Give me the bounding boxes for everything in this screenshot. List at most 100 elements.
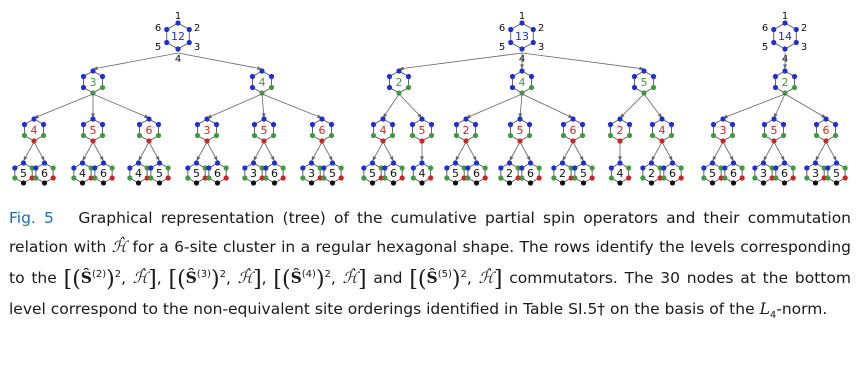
site-label-3: 3 [801, 42, 807, 53]
site-dot [559, 180, 566, 186]
site-dot [428, 132, 435, 139]
site-dot [33, 175, 39, 181]
site-dot [99, 73, 106, 80]
site-dot [589, 165, 595, 171]
site-dot [146, 138, 152, 144]
site-dot [175, 46, 181, 52]
level3-node: 4 [370, 116, 396, 144]
figure-label: Fig. 5 [9, 209, 54, 227]
node-label: 5 [20, 167, 27, 180]
site-dot [380, 116, 386, 122]
site-dot [739, 175, 745, 181]
edge-arrowhead [579, 156, 584, 161]
site-dot [100, 160, 107, 166]
node-label: 5 [580, 167, 587, 180]
edge-arrowhead [518, 113, 523, 118]
node-label: 5 [833, 167, 840, 180]
site-dot [812, 160, 819, 166]
site-dot [626, 165, 632, 171]
node-label: 6 [669, 167, 676, 180]
site-dot [206, 175, 212, 181]
leaf-node: 6 [206, 160, 229, 186]
site-dot [99, 132, 106, 139]
tree-edge [643, 93, 663, 119]
site-dot [251, 132, 258, 139]
site-dot [399, 165, 405, 171]
site-dot [631, 73, 638, 80]
site-dot [752, 165, 758, 171]
site-dot [263, 175, 269, 181]
site-dot [71, 175, 77, 181]
site-label-5: 5 [762, 42, 768, 53]
site-dot [580, 180, 587, 186]
tree-edge [398, 93, 423, 119]
level-2: (2) [91, 269, 107, 281]
site-dot [626, 132, 633, 139]
site-dot [463, 116, 469, 122]
site-dot [280, 165, 286, 171]
node-label: 2 [617, 124, 624, 137]
site-dot [50, 175, 56, 181]
site-dot [617, 180, 623, 186]
site-dot [710, 121, 717, 128]
site-dot [657, 165, 663, 171]
site-dot [328, 121, 335, 128]
leaf-node: 5 [321, 160, 344, 186]
site-dot [202, 175, 208, 181]
site-dot [40, 132, 47, 139]
site-dot [175, 20, 181, 26]
site-dot [271, 160, 278, 166]
level3-node: 2 [453, 116, 479, 144]
site-dot [760, 160, 767, 166]
site-dot [813, 132, 820, 139]
site-dot [519, 175, 525, 181]
edge-arrowhead [40, 156, 45, 161]
site-dot [580, 160, 587, 166]
site-dot [722, 165, 728, 171]
site-dot [194, 121, 201, 128]
site-dot [250, 180, 257, 186]
site-dot [463, 138, 469, 144]
caption-text-4: commutators. The 30 nodes at the bottom … [9, 269, 851, 318]
leaf-node: 6 [519, 160, 542, 186]
node-label: 4 [617, 167, 624, 180]
site-dot [761, 132, 768, 139]
site-dot [678, 175, 684, 181]
site-dot [730, 160, 737, 166]
site-dot [640, 165, 646, 171]
node-label: 5 [709, 167, 716, 180]
site-dot [259, 68, 265, 74]
site-dot [444, 175, 450, 181]
site-dot [300, 175, 306, 181]
leaf-node: 5 [361, 160, 384, 186]
node-label: 4 [519, 76, 526, 89]
tree-edge [382, 93, 400, 119]
site-dot [527, 180, 534, 186]
site-dot [452, 180, 459, 186]
site-dot [804, 165, 810, 171]
site-label-3: 3 [194, 42, 200, 53]
site-dot [317, 165, 323, 171]
site-dot [308, 180, 315, 186]
site-dot [641, 90, 647, 96]
site-dot [12, 175, 18, 181]
site-dot [127, 175, 133, 181]
site-dot [718, 165, 724, 171]
site-dot [730, 180, 737, 186]
site-dot [678, 165, 684, 171]
site-dot [782, 20, 788, 26]
node-label: 5 [517, 124, 524, 137]
site-dot [506, 180, 513, 186]
site-dot [148, 165, 154, 171]
node-label: 3 [760, 167, 767, 180]
site-dot [79, 160, 86, 166]
site-dot [29, 175, 35, 181]
site-dot [560, 132, 567, 139]
site-dot [530, 39, 536, 46]
site-dot [135, 160, 142, 166]
leaf-node: 6 [382, 160, 405, 186]
site-dot [515, 175, 521, 181]
edge-arrowhead [23, 156, 28, 161]
node-label: 6 [473, 167, 480, 180]
site-dot [185, 175, 191, 181]
